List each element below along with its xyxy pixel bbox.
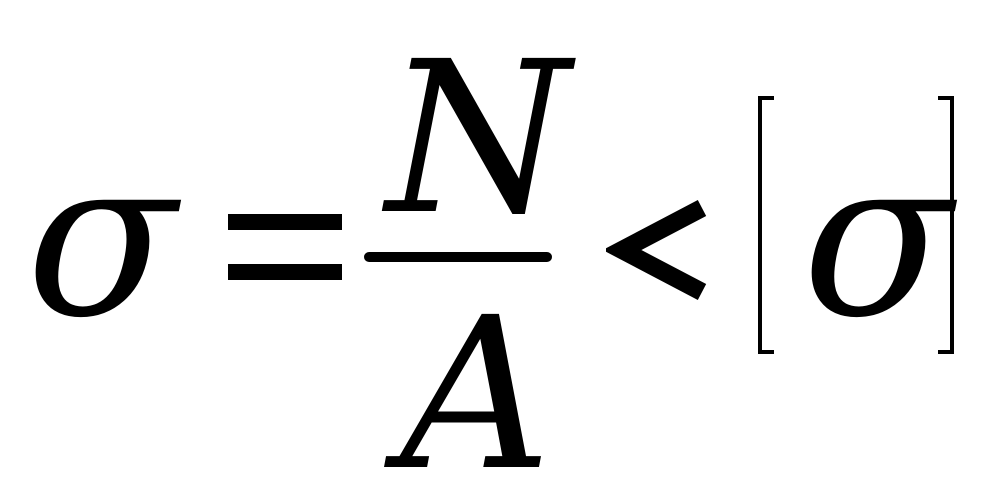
fraction-denominator: A [400,272,552,496]
equals-sign-top-bar [228,214,342,230]
less-than-symbol [606,200,707,300]
right-square-bracket [938,96,954,354]
left-square-bracket [758,96,774,354]
sigma-symbol-right: σ [802,110,953,366]
sigma-symbol-left: σ [26,110,177,366]
fraction-numerator: N [386,16,570,261]
fraction-bar [364,252,552,262]
equals-sign-bottom-bar [228,264,342,280]
